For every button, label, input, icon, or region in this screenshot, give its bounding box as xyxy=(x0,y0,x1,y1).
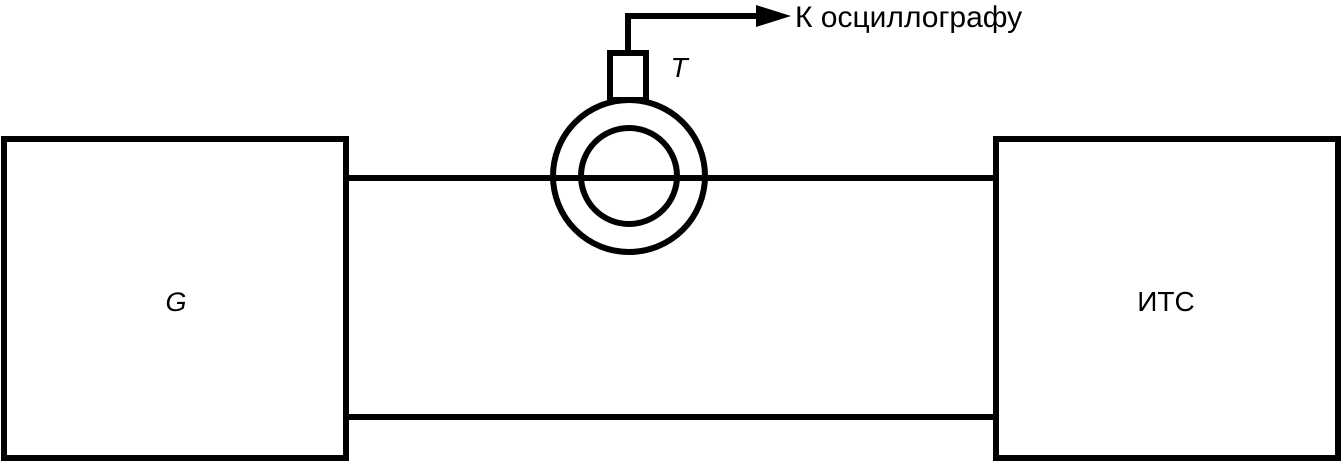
generator-block xyxy=(1,136,349,461)
oscilloscope-arrow-icon xyxy=(756,5,791,27)
load-label: ИТС xyxy=(1137,286,1194,317)
oscilloscope-label: К осциллографу xyxy=(795,1,1022,34)
oscilloscope-lead xyxy=(625,13,760,53)
current-transformer xyxy=(550,97,708,255)
transformer-label: T xyxy=(670,52,689,83)
load-block xyxy=(993,136,1341,461)
transformer-terminal-box xyxy=(607,50,649,103)
generator-label: G xyxy=(165,287,186,317)
